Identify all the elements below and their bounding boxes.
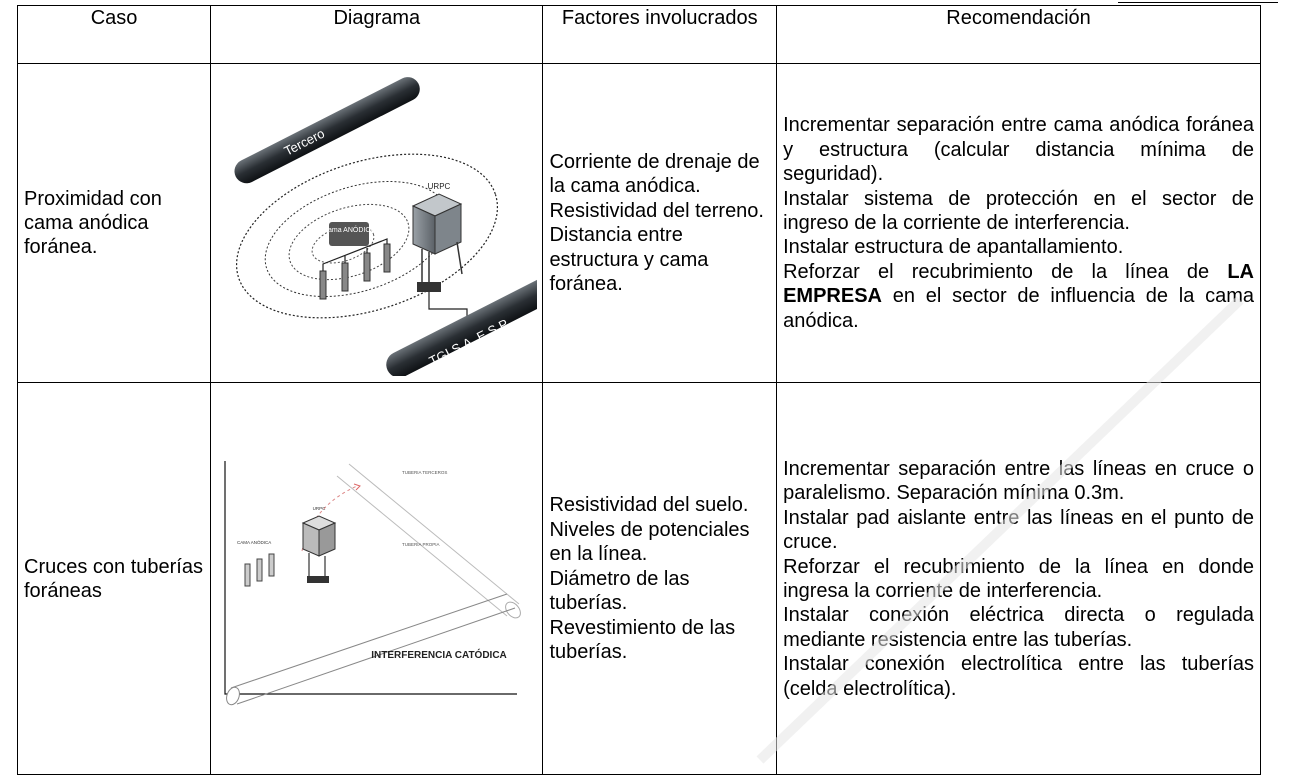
label-interferencia: INTERFERENCIA CATÓDICA	[371, 648, 507, 661]
factores-cell: Corriente de drenaje de la cama anódica.…	[542, 62, 778, 384]
label-urpc-2: URPC	[313, 506, 327, 511]
label-tuberia-tercero: TUBERIA TERCEROS	[402, 470, 447, 475]
label-cama-anodica: Cama ANÓDICA	[323, 225, 375, 234]
label-urpc: URPC	[428, 182, 451, 191]
third-party-pipe	[234, 77, 420, 184]
header-caso: Caso	[16, 5, 212, 64]
header-rule	[1118, 2, 1278, 3]
label-cama-anodica-2: CAMA ANÓDICA	[237, 539, 271, 545]
factor-item: Diámetro de las tuberías.	[549, 567, 690, 615]
label-tuberia-propia: TUBERIA PROPIA	[402, 542, 440, 547]
recommendation-item: Instalar estructura de apantallamiento.	[783, 236, 1124, 259]
factor-item: Niveles de potenciales en la línea.	[549, 518, 750, 566]
caso-cell: Cruces con tuberías foráneas	[16, 382, 212, 775]
anode-bed-diagram: Tercero Cama ANÓDICA URPC	[234, 77, 572, 378]
recommendation-item: Reforzar el recubrimiento de la línea de…	[783, 260, 1254, 333]
table-row: Proximidad con cama anódica foránea.	[16, 62, 1261, 384]
rec-pre: Reforzar el recubrimiento de la línea de	[783, 260, 1210, 283]
own-pipe	[386, 270, 572, 378]
pipe-crossing-diagram: TUBERIA TERCEROS TUBERIA PROPIA CAMA ANÓ…	[224, 460, 522, 705]
recommendation-item: Incrementar separación entre las líneas …	[783, 457, 1254, 505]
factor-item: Resistividad del terreno.	[549, 199, 764, 222]
table-header-row: Caso Diagrama Factores involucrados Reco…	[16, 5, 1261, 64]
factor-item: Resistividad del suelo.	[549, 494, 749, 517]
interference-cases-table: Caso Diagrama Factores involucrados Reco…	[16, 5, 1261, 775]
factor-item: Revestimiento de las tuberías.	[549, 616, 736, 663]
diagram-cell: TUBERIA TERCEROS TUBERIA PROPIA CAMA ANÓ…	[210, 382, 544, 775]
recommendation-item: Incrementar separación entre cama anódic…	[783, 114, 1254, 186]
recommendation-item: Instalar conexión eléctrica directa o re…	[783, 604, 1254, 651]
table-row: Cruces con tuberías foráneas TUBERIA TER…	[16, 382, 1261, 775]
recommendation-item: Reforzar el recubrimiento de la línea en…	[783, 555, 1254, 602]
header-diagrama: Diagrama	[210, 5, 544, 64]
recommendation-item: Instalar conexión electrolítica entre la…	[783, 653, 1254, 700]
caso-cell: Proximidad con cama anódica foránea.	[16, 62, 212, 384]
recomendacion-cell: Incrementar separación entre las líneas …	[776, 382, 1261, 775]
recommendation-item: Instalar sistema de protección en el sec…	[783, 187, 1254, 234]
cama-anodica-tag	[329, 222, 370, 246]
factor-item: Corriente de drenaje de la cama anódica.	[549, 150, 760, 198]
header-factores: Factores involucrados	[542, 5, 778, 64]
recommendation-item: Instalar pad aislante entre las líneas e…	[783, 506, 1254, 554]
header-recomendacion: Recomendación	[776, 5, 1261, 64]
factores-cell: Resistividad del suelo. Niveles de poten…	[542, 382, 778, 775]
recomendacion-cell: Incrementar separación entre cama anódic…	[776, 62, 1261, 384]
diagram-cell: Tercero Cama ANÓDICA URPC	[210, 62, 572, 384]
factor-item: Distancia entre estructura y cama foráne…	[549, 224, 709, 296]
